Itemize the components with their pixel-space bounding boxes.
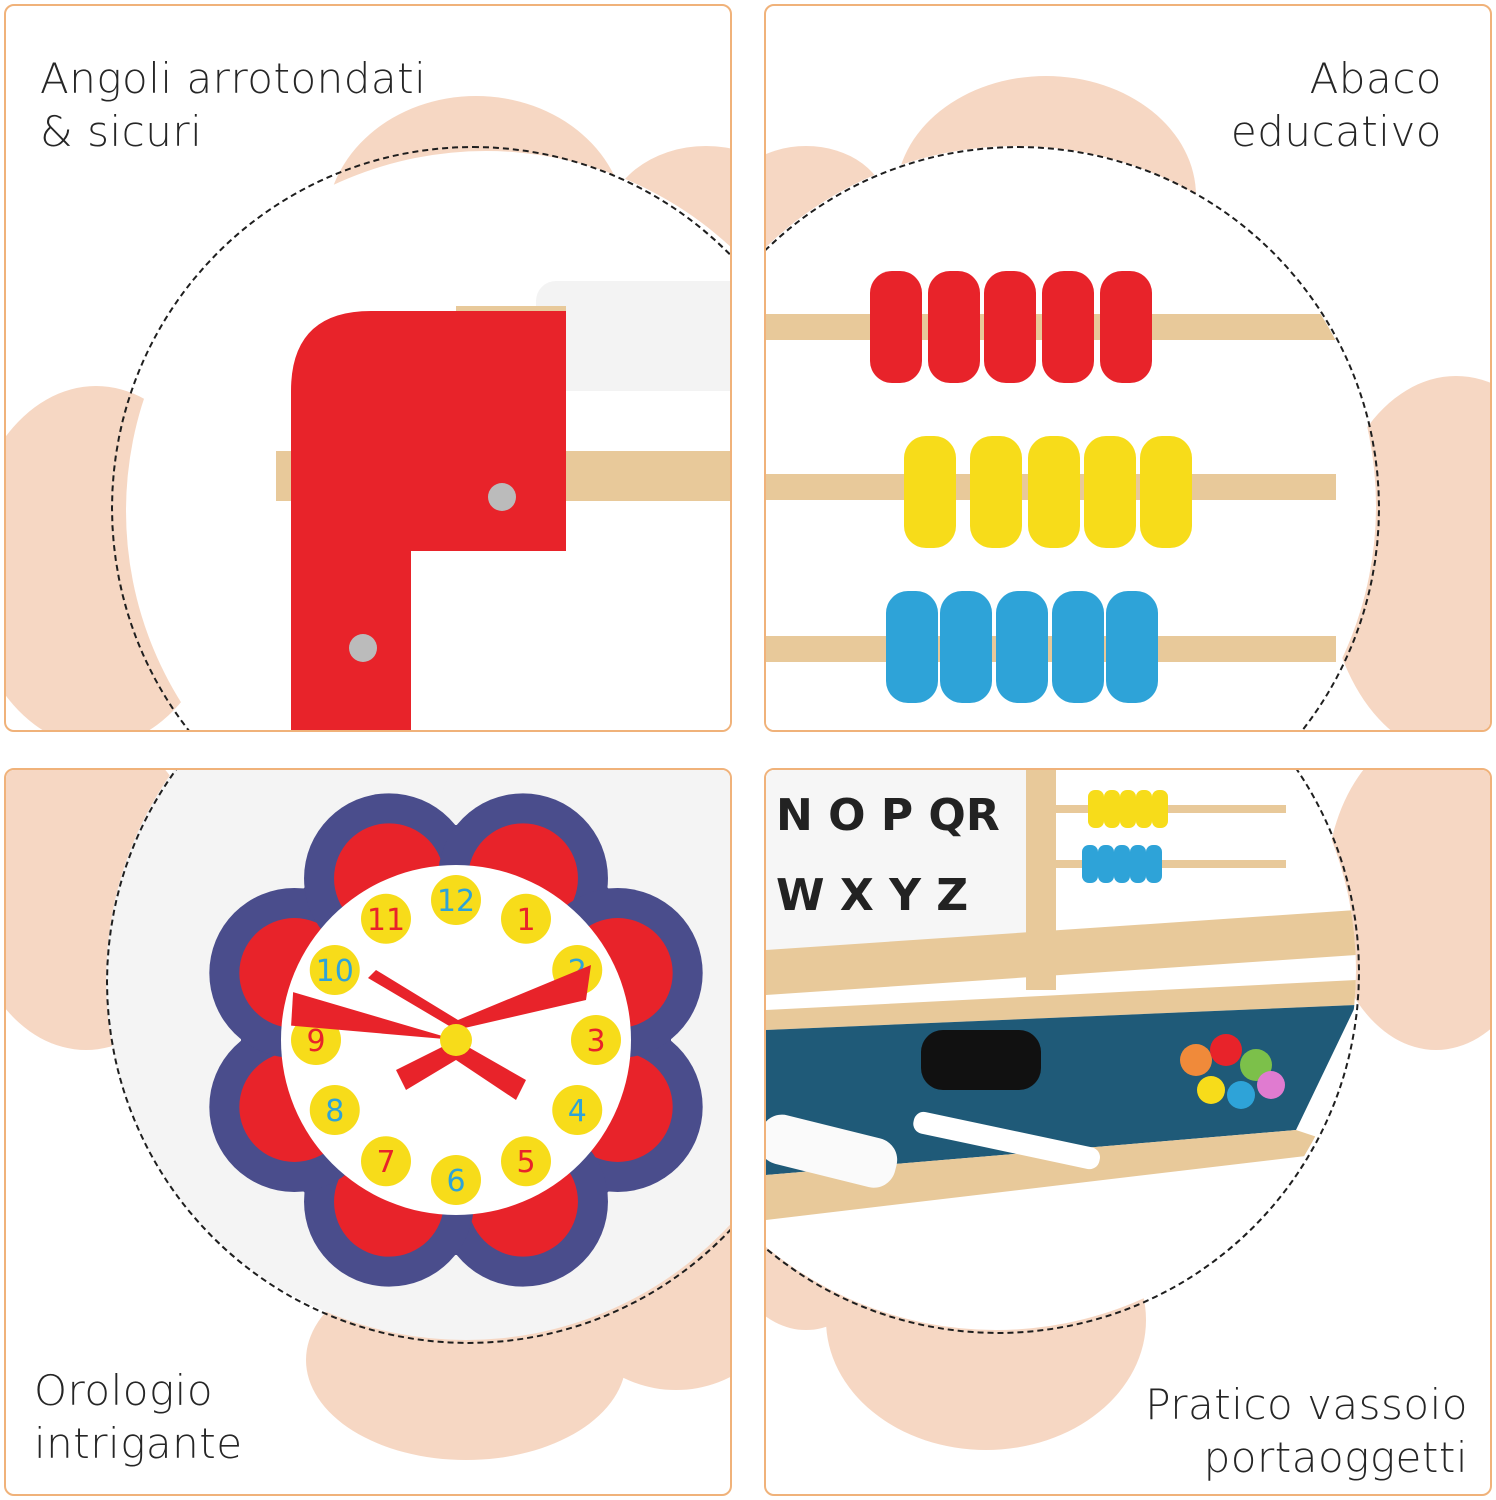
caption-line: portaoggetti — [1203, 1433, 1468, 1482]
caption: Angoli arrotondati & sicuri — [40, 52, 426, 158]
panel-tray: N O P QR W X Y Z Pratico vassoio portaog… — [764, 768, 1492, 1496]
panel-clock: 121234567891011 Orologio intrigante — [4, 768, 732, 1496]
caption: Pratico vassoio portaoggetti — [1145, 1378, 1468, 1484]
panel-rounded-corners: Angoli arrotondati & sicuri — [4, 4, 732, 732]
caption: Orologio intrigante — [34, 1364, 243, 1470]
caption-line: & sicuri — [40, 107, 203, 156]
caption-line: Abaco — [1309, 54, 1442, 103]
caption-line: educativo — [1230, 107, 1442, 156]
panel-abacus: Abaco educativo — [764, 4, 1492, 732]
caption-line: Orologio — [34, 1366, 214, 1415]
wood-leg — [291, 731, 401, 732]
caption: Abaco educativo — [1231, 52, 1442, 158]
caption-line: Pratico vassoio — [1145, 1380, 1468, 1429]
caption-line: Angoli arrotondati — [40, 54, 427, 103]
caption-line: intrigante — [34, 1419, 243, 1468]
